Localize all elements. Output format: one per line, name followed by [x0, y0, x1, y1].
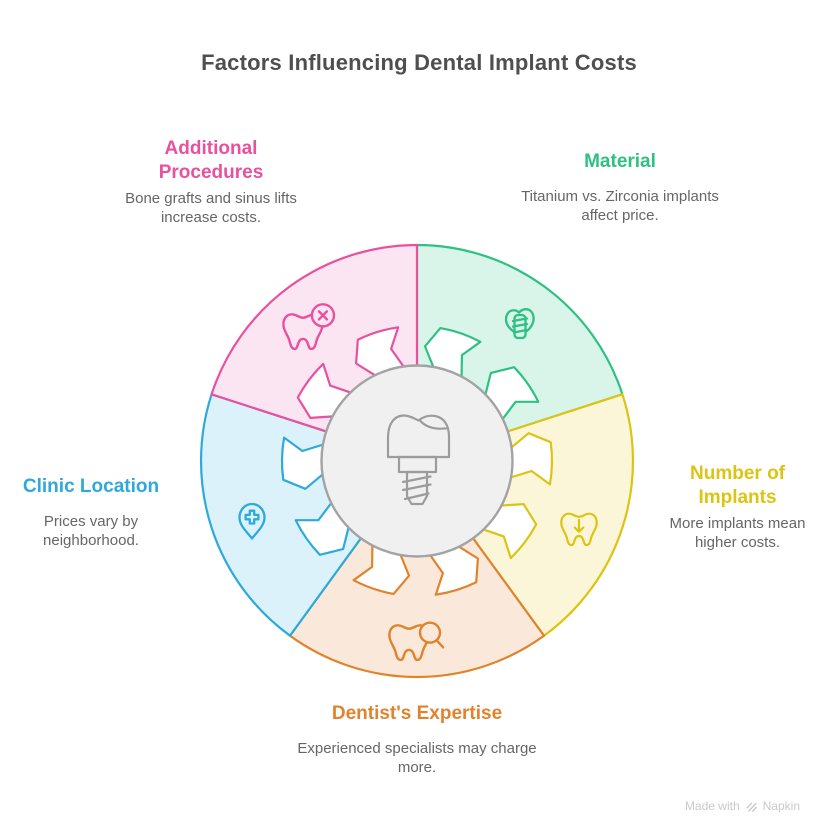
- label-desc: Prices vary by neighborhood.: [43, 513, 139, 550]
- dental-implant-icon: [386, 414, 451, 506]
- tooth-magnifier-icon: [388, 621, 445, 662]
- label-desc: Bone grafts and sinus lifts increase cos…: [125, 189, 297, 226]
- label-dentists-expertise: Dentist's Expertise Experienced speciali…: [297, 702, 537, 777]
- tooth-x-icon: [282, 303, 336, 351]
- label-title: Dentist's Expertise: [331, 703, 503, 724]
- watermark-brand: Napkin: [762, 799, 800, 813]
- label-title: Additional Procedures: [158, 138, 264, 184]
- label-clinic-location: Clinic Location Prices vary by neighborh…: [1, 475, 181, 550]
- page-title: Factors Influencing Dental Implant Costs: [201, 50, 637, 75]
- napkin-logo-icon: [746, 802, 757, 812]
- label-title: Material: [584, 151, 656, 172]
- label-additional-procedures: Additional Procedures Bone grafts and si…: [111, 137, 311, 227]
- segment-icons: [238, 303, 598, 662]
- implant-screw-icon: [504, 308, 535, 340]
- watermark: Made with Napkin: [685, 799, 800, 813]
- label-title: Clinic Location: [22, 476, 160, 497]
- watermark-prefix: Made with: [684, 799, 740, 813]
- label-title: Number of Implants: [690, 463, 785, 509]
- tooth-down-arrow-icon: [560, 512, 598, 547]
- label-desc: More implants mean higher costs.: [669, 514, 806, 551]
- label-desc: Experienced specialists may charge more.: [297, 740, 537, 777]
- center-circle: [320, 364, 514, 558]
- location-pin-cross-icon: [238, 502, 266, 540]
- center-hub: [320, 364, 514, 558]
- label-number-of-implants: Number of Implants More implants mean hi…: [650, 462, 825, 552]
- label-desc: Titanium vs. Zirconia implants affect pr…: [521, 188, 719, 225]
- label-material: Material Titanium vs. Zirconia implants …: [520, 150, 720, 225]
